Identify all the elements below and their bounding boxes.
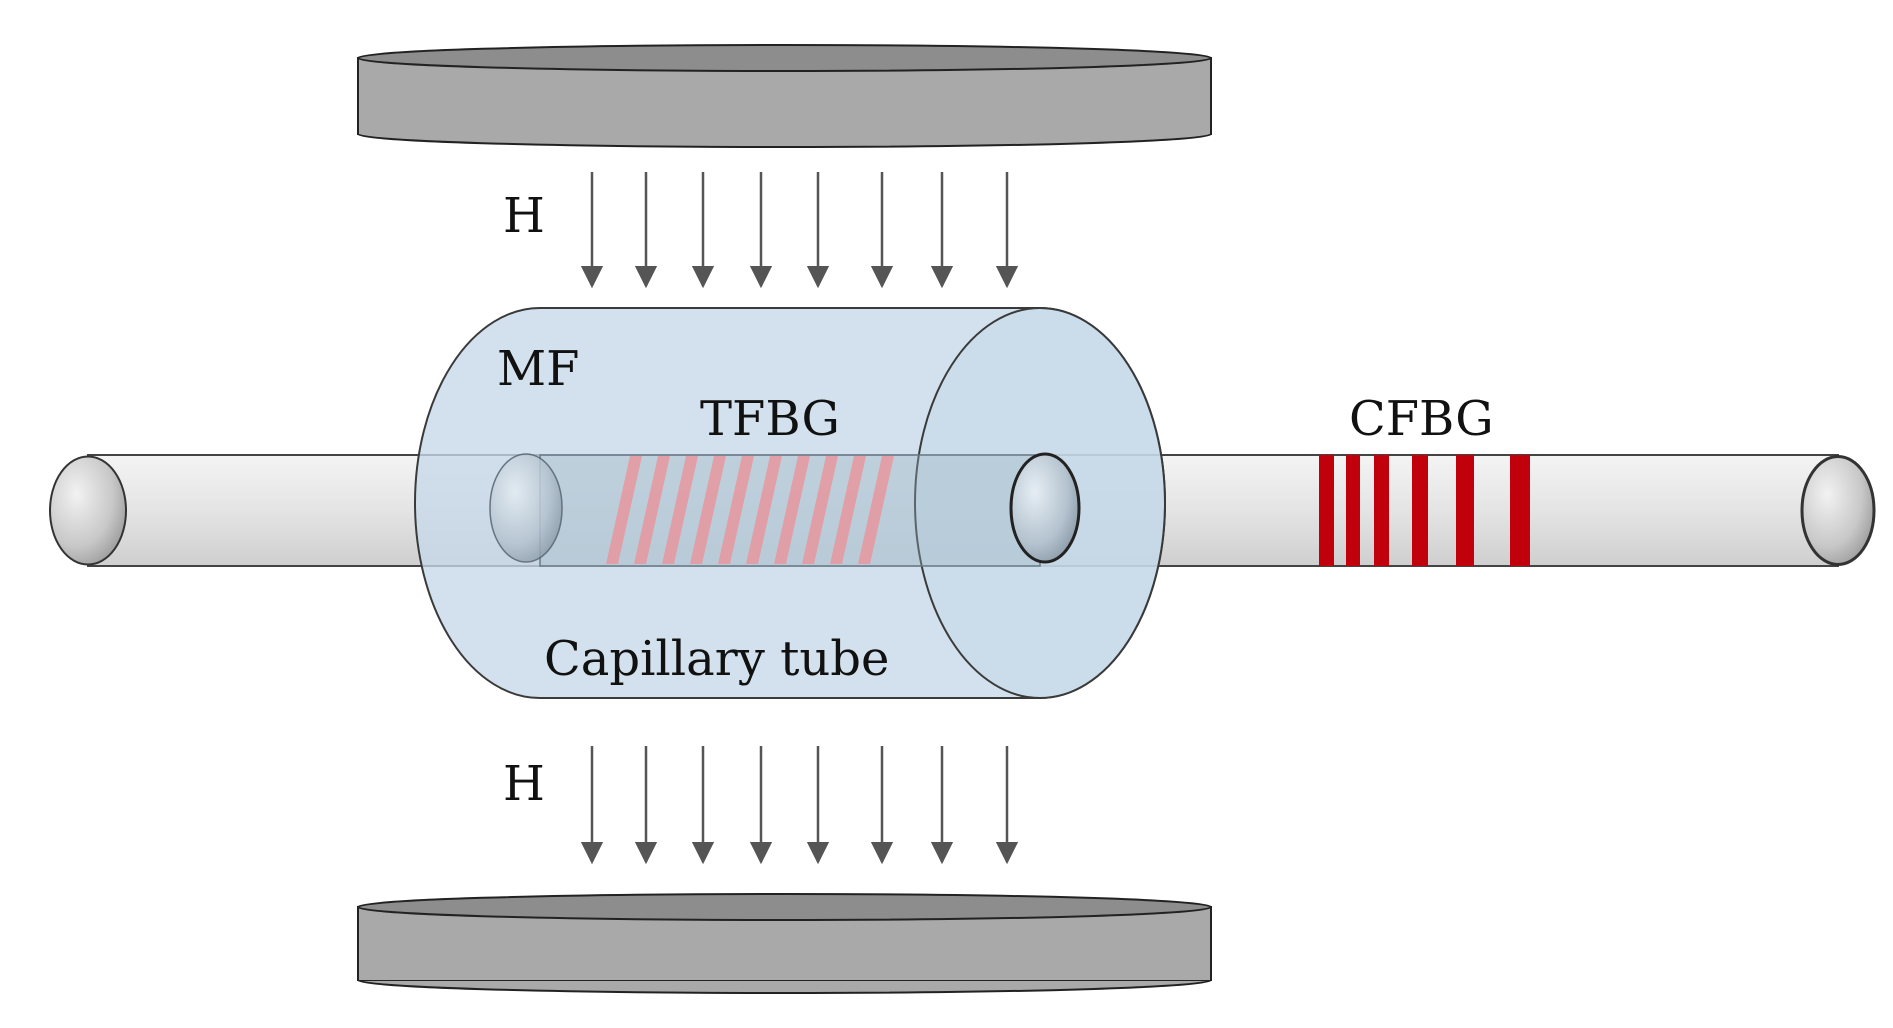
bottom-field-arrows [580,746,1019,865]
tfbg-label: TFBG [700,391,840,447]
cfbg-grating [1319,455,1530,566]
top-field-arrows [580,172,1019,289]
tfbg-stripe [774,456,810,564]
tfbg-stripe [746,456,782,564]
fiber-left-end [49,455,127,566]
tfbg-stripe [830,456,866,564]
top-magnet [357,44,1212,148]
cfbg-stripe [1346,455,1360,566]
tfbg-stripe [802,456,838,564]
capillary-label: Capillary tube [544,631,889,687]
top-magnet-top-face [357,44,1212,72]
bottom-magnet [357,893,1212,994]
tfbg-stripe [634,456,670,564]
tfbg-stripe [690,456,726,564]
tfbg-stripe [718,456,754,564]
cfbg-stripe [1510,455,1530,566]
cfbg-stripe [1412,455,1428,566]
cfbg-stripe [1319,455,1334,566]
tfbg-stripe [606,456,642,564]
fiber-right-end [1800,455,1876,566]
fiber-section-in-tube [489,453,563,563]
tfbg-stripe [662,456,698,564]
bottom-magnet-top-face [357,893,1212,921]
fiber-exit-section [1009,452,1081,564]
cfbg-label: CFBG [1349,391,1494,447]
field-label-top: H [503,188,545,244]
tfbg-grating [606,456,894,564]
cfbg-stripe [1456,455,1474,566]
tfbg-stripe [858,456,894,564]
cfbg-stripe [1374,455,1389,566]
mf-label: MF [497,341,579,397]
field-label-bottom: H [503,756,545,812]
